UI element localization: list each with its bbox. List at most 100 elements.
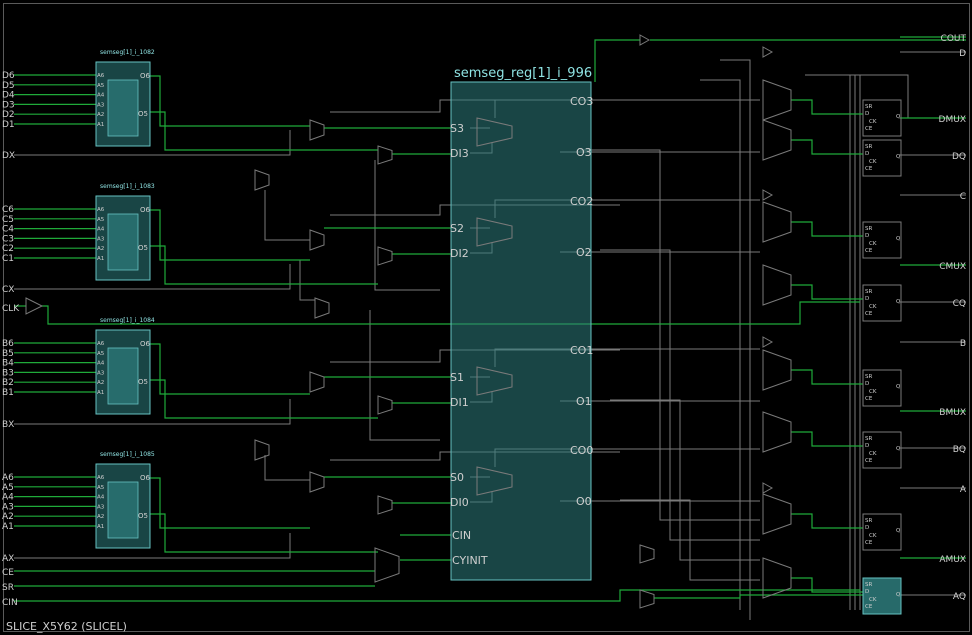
output-mux-6-shape (762, 493, 792, 535)
routing-wire (270, 259, 315, 301)
lut-1[interactable] (95, 195, 151, 281)
routing-wire (264, 455, 310, 481)
ff-ck: CK (869, 159, 877, 165)
flip-flop-4[interactable] (862, 369, 902, 407)
ff-ck: CK (869, 597, 877, 603)
flip-flop-6[interactable] (862, 513, 902, 551)
routing-wire (264, 190, 310, 241)
sel-mux-1[interactable] (309, 229, 325, 251)
extra-wire (14, 264, 291, 290)
lut-o6-wire (150, 75, 310, 127)
output-mux-7-shape (762, 557, 792, 599)
output-mux-5[interactable] (762, 411, 792, 453)
di-mux-3-shape (377, 495, 393, 515)
sel-mux-3[interactable] (309, 471, 325, 493)
output-mux-0[interactable] (762, 79, 792, 121)
carry-mux (476, 117, 513, 147)
ff-d: D (865, 296, 869, 302)
carry-cin: CIN (452, 529, 471, 542)
flip-flop-3[interactable] (862, 284, 902, 322)
ff-ce: CE (865, 166, 873, 172)
output-mux-4[interactable] (762, 349, 792, 391)
ff-body (862, 431, 902, 469)
ff-sr: SR (865, 226, 872, 232)
lut-inner (107, 481, 139, 539)
ff-d: D (865, 443, 869, 449)
ff-d: D (865, 525, 869, 531)
lut-pin-label: C2 (2, 244, 14, 254)
ce-sr-mux-shape (374, 547, 400, 583)
output-mux-7[interactable] (762, 557, 792, 599)
clk-buffer (25, 297, 44, 315)
carry-body (450, 81, 592, 581)
lut-inner-pin: A4 (97, 93, 105, 99)
lut-o5-wire (150, 111, 378, 151)
carry-cyinit: CYINIT (452, 554, 488, 567)
flip-flop-0[interactable] (862, 99, 902, 137)
output-label: B (960, 339, 966, 349)
output-label: A (960, 485, 967, 495)
ff-q: Q (896, 154, 901, 160)
ff-sr: SR (865, 436, 872, 442)
carry-co-label: CO2 (570, 195, 593, 208)
output-mux-6[interactable] (762, 493, 792, 535)
flip-flop-5[interactable] (862, 431, 902, 469)
cin-mux[interactable] (639, 589, 655, 609)
lut-pin-label: C6 (2, 205, 14, 215)
routing-wire (610, 399, 760, 561)
ff-sr: SR (865, 374, 872, 380)
di-mux-3[interactable] (377, 495, 393, 515)
lut-extra-label: BX (2, 420, 14, 430)
lut-pin-label: D1 (2, 120, 15, 130)
carry-co-label: CO3 (570, 95, 593, 108)
output-label: AMUX (939, 555, 966, 565)
f-mux-2[interactable] (314, 297, 330, 319)
lut-o6-wire (150, 343, 310, 395)
ff-ck: CK (869, 119, 877, 125)
ff-q: Q (896, 236, 901, 242)
lut-o6: O6 (140, 474, 151, 482)
carry-o-label: O0 (576, 495, 592, 508)
f-mux-1[interactable] (254, 439, 270, 461)
lut-o5-wire (150, 513, 378, 553)
ff-body (862, 99, 902, 137)
ff-body (862, 221, 902, 259)
sel-mux-0[interactable] (309, 119, 325, 141)
output-mux-2[interactable] (762, 201, 792, 243)
extra-wire (14, 533, 291, 559)
ff-q: Q (896, 114, 901, 120)
lut-3[interactable] (95, 463, 151, 549)
flip-flop-7[interactable] (862, 577, 902, 615)
clk-label: CLK (2, 304, 20, 314)
output-mux-1-shape (762, 119, 792, 161)
f-mux-0[interactable] (254, 169, 270, 191)
amux-mux[interactable] (639, 544, 655, 564)
ff-d: D (865, 233, 869, 239)
ce-sr-mux[interactable] (374, 547, 400, 583)
lut-inner-pin: A4 (97, 361, 105, 367)
flip-flop-1[interactable] (862, 139, 902, 177)
lut-inner-pin: A2 (97, 246, 104, 252)
output-mux-1[interactable] (762, 119, 792, 161)
carry-di-label: DI1 (450, 396, 469, 409)
loop-wire (805, 74, 909, 118)
lut-pin-label: D3 (2, 100, 15, 110)
lut-pin-label: A2 (2, 512, 14, 522)
di-mux-2[interactable] (377, 395, 393, 415)
carry-co-label: CO0 (570, 444, 593, 457)
routing-wire (369, 310, 440, 441)
lut-inner-pin: A2 (97, 112, 104, 118)
flip-flop-2[interactable] (862, 221, 902, 259)
output-mux-3[interactable] (762, 264, 792, 306)
carry-block[interactable] (450, 81, 592, 581)
di-mux-0[interactable] (377, 145, 393, 165)
di-mux-1[interactable] (377, 246, 393, 266)
ff-sr: SR (865, 518, 872, 524)
lut-0[interactable] (95, 61, 151, 147)
sel-mux-2[interactable] (309, 371, 325, 393)
lut-2[interactable] (95, 329, 151, 415)
lut-extra-label: AX (2, 554, 14, 564)
ff-q: Q (896, 528, 901, 534)
